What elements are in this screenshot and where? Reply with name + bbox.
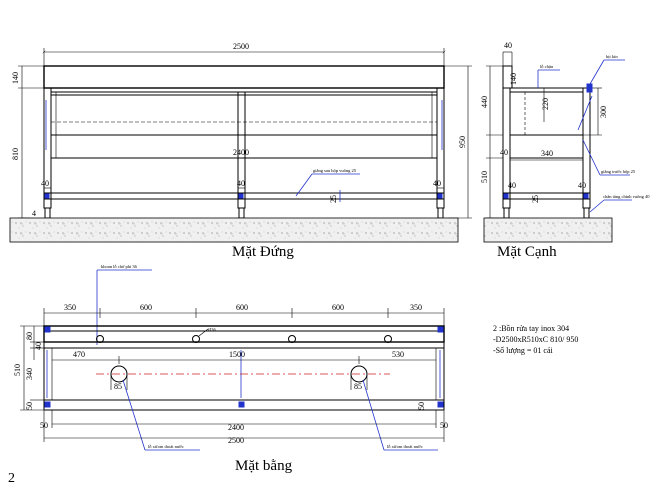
plan-dim-50-right: 50 [417,402,426,410]
plan-dim-530: 530 [392,350,404,359]
plan-dim-340: 340 [25,368,34,380]
plan-dim-510: 510 [13,364,22,376]
side-dim-300: 300 [599,106,608,118]
side-label-front-brace: giằng trước hộp 25 [601,169,636,174]
front-dim-40-mid: 40 [237,179,245,188]
side-dim-510: 510 [480,171,489,183]
plan-hole-dia: Ø36 [208,327,216,332]
front-dim-950: 950 [458,136,467,148]
plan-dim-600-a: 600 [140,303,152,312]
plan-dim-85-left: 85 [114,382,122,391]
plan-label-drain-left: lỗ xifom thoát nước [148,444,184,449]
front-dim-40-left: 40 [41,179,49,188]
front-dim-140: 140 [11,72,20,84]
side-dim-40-foot-b: 40 [578,181,586,190]
plan-dim-2500: 2500 [228,436,244,445]
spec-note: 2 :Bồn rửa tay inox 304 -D2500xR510xC 81… [493,324,578,355]
plan-dim-600-b: 600 [236,303,248,312]
side-label-seal: bịt kín [606,54,618,59]
plan-dim-350-b: 350 [410,303,422,312]
spec-line-1: 2 :Bồn rửa tay inox 304 [493,324,569,333]
plan-dim-350-a: 350 [64,303,76,312]
front-dim-25: 25 [329,195,338,203]
plan-dim-2400: 2400 [228,423,244,432]
page-number: 2 [8,471,15,486]
side-dim-140: 140 [509,73,518,85]
front-dim-2400: 2400 [233,148,249,157]
plan-view: khoan lỗ chờ phi 36 350 600 600 600 350 … [13,264,448,474]
side-view-title: Mặt Cạnh [497,244,557,260]
side-dim-40-post: 40 [500,148,508,157]
spec-line-2: -D2500xR510xC 810/ 950 [493,335,578,344]
side-dim-340: 340 [541,149,553,158]
front-note-rear-brace: giằng sau hộp vuông 25 [313,168,357,173]
front-dim-4: 4 [32,209,36,218]
front-view-title: Mặt Đứng [232,244,294,260]
plan-label-faucet-hole: khoan lỗ chờ phi 36 [101,264,138,269]
side-label-foot: chân tăng chỉnh vuông 40 [603,194,650,199]
spec-line-3: -Số lượng = 01 cái [493,346,554,355]
plan-dim-600-c: 600 [332,303,344,312]
plan-dim-470: 470 [73,350,85,359]
plan-dim-80: 80 [25,332,34,340]
plan-dim-1500: 1500 [229,350,245,359]
plan-dim-50-bottom-right: 50 [440,421,448,430]
side-view: 40 140 440 510 220 300 340 40 40 [480,41,650,260]
plan-dim-85-right: 85 [354,382,362,391]
plan-dim-40: 40 [34,342,43,350]
plan-label-drain-right: lỗ xifom thoát nước [387,444,423,449]
plan-view-title: Mặt bằng [235,458,293,474]
side-label-faucet-hole: lỗ chậu [540,64,554,69]
side-dim-25: 25 [531,195,540,203]
front-dim-40-right: 40 [433,179,441,188]
front-view: 2500 140 810 950 2400 40 40 [9,42,472,260]
front-dim-2500: 2500 [233,42,249,51]
side-dim-40-foot-a: 40 [508,181,516,190]
side-dim-440: 440 [480,96,489,108]
front-dim-810: 810 [11,148,20,160]
side-dim-220: 220 [541,98,550,110]
side-dim-40-top: 40 [504,41,512,50]
plan-dim-50-bottom-left: 50 [40,421,48,430]
plan-dim-50-left: 50 [25,402,34,410]
